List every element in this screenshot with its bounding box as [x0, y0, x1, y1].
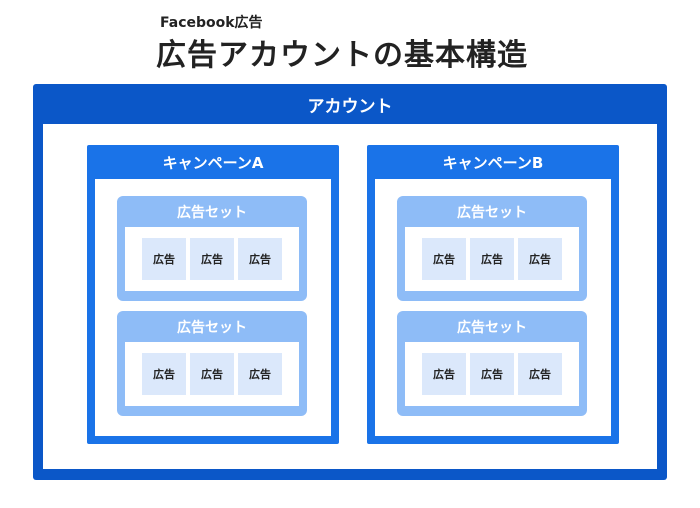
- diagram-subtitle: Facebook広告: [160, 15, 263, 31]
- account-box: アカウント キャンペーンA 広告セット 広告 広告 広告 広告セット 広告: [33, 84, 667, 480]
- diagram-title: 広告アカウントの基本構造: [156, 38, 528, 73]
- ad-box: 広告: [238, 353, 282, 395]
- adset-label: 広告セット: [177, 205, 247, 221]
- ad-box: 広告: [422, 353, 466, 395]
- adset-label: 広告セット: [457, 320, 527, 336]
- ad-box: 広告: [142, 238, 186, 280]
- ad-box: 広告: [470, 353, 514, 395]
- ad-box: 広告: [518, 238, 562, 280]
- campaign-a-label: キャンペーンA: [162, 153, 264, 172]
- ad-box: 広告: [238, 238, 282, 280]
- ad-box: 広告: [190, 238, 234, 280]
- adset-body: 広告 広告 広告: [125, 227, 299, 291]
- campaign-b-box: キャンペーンB 広告セット 広告 広告 広告 広告セット 広告 広告 広告: [367, 145, 619, 444]
- adset-box: 広告セット 広告 広告 広告: [397, 311, 587, 416]
- campaign-b-label: キャンペーンB: [442, 153, 544, 172]
- ad-box: 広告: [142, 353, 186, 395]
- campaign-a-body: 広告セット 広告 広告 広告 広告セット 広告 広告 広告: [95, 179, 331, 436]
- adset-box: 広告セット 広告 広告 広告: [117, 196, 307, 301]
- ad-box: 広告: [518, 353, 562, 395]
- adset-box: 広告セット 広告 広告 広告: [117, 311, 307, 416]
- campaign-b-body: 広告セット 広告 広告 広告 広告セット 広告 広告 広告: [375, 179, 611, 436]
- adset-label: 広告セット: [177, 320, 247, 336]
- ad-box: 広告: [422, 238, 466, 280]
- adset-body: 広告 広告 広告: [405, 342, 579, 406]
- adset-label: 広告セット: [457, 205, 527, 221]
- adset-body: 広告 広告 広告: [405, 227, 579, 291]
- adset-body: 広告 広告 広告: [125, 342, 299, 406]
- campaign-a-box: キャンペーンA 広告セット 広告 広告 広告 広告セット 広告 広告 広告: [87, 145, 339, 444]
- ad-box: 広告: [190, 353, 234, 395]
- ad-box: 広告: [470, 238, 514, 280]
- adset-box: 広告セット 広告 広告 広告: [397, 196, 587, 301]
- account-label: アカウント: [307, 96, 393, 117]
- account-body: キャンペーンA 広告セット 広告 広告 広告 広告セット 広告 広告 広告: [43, 124, 657, 469]
